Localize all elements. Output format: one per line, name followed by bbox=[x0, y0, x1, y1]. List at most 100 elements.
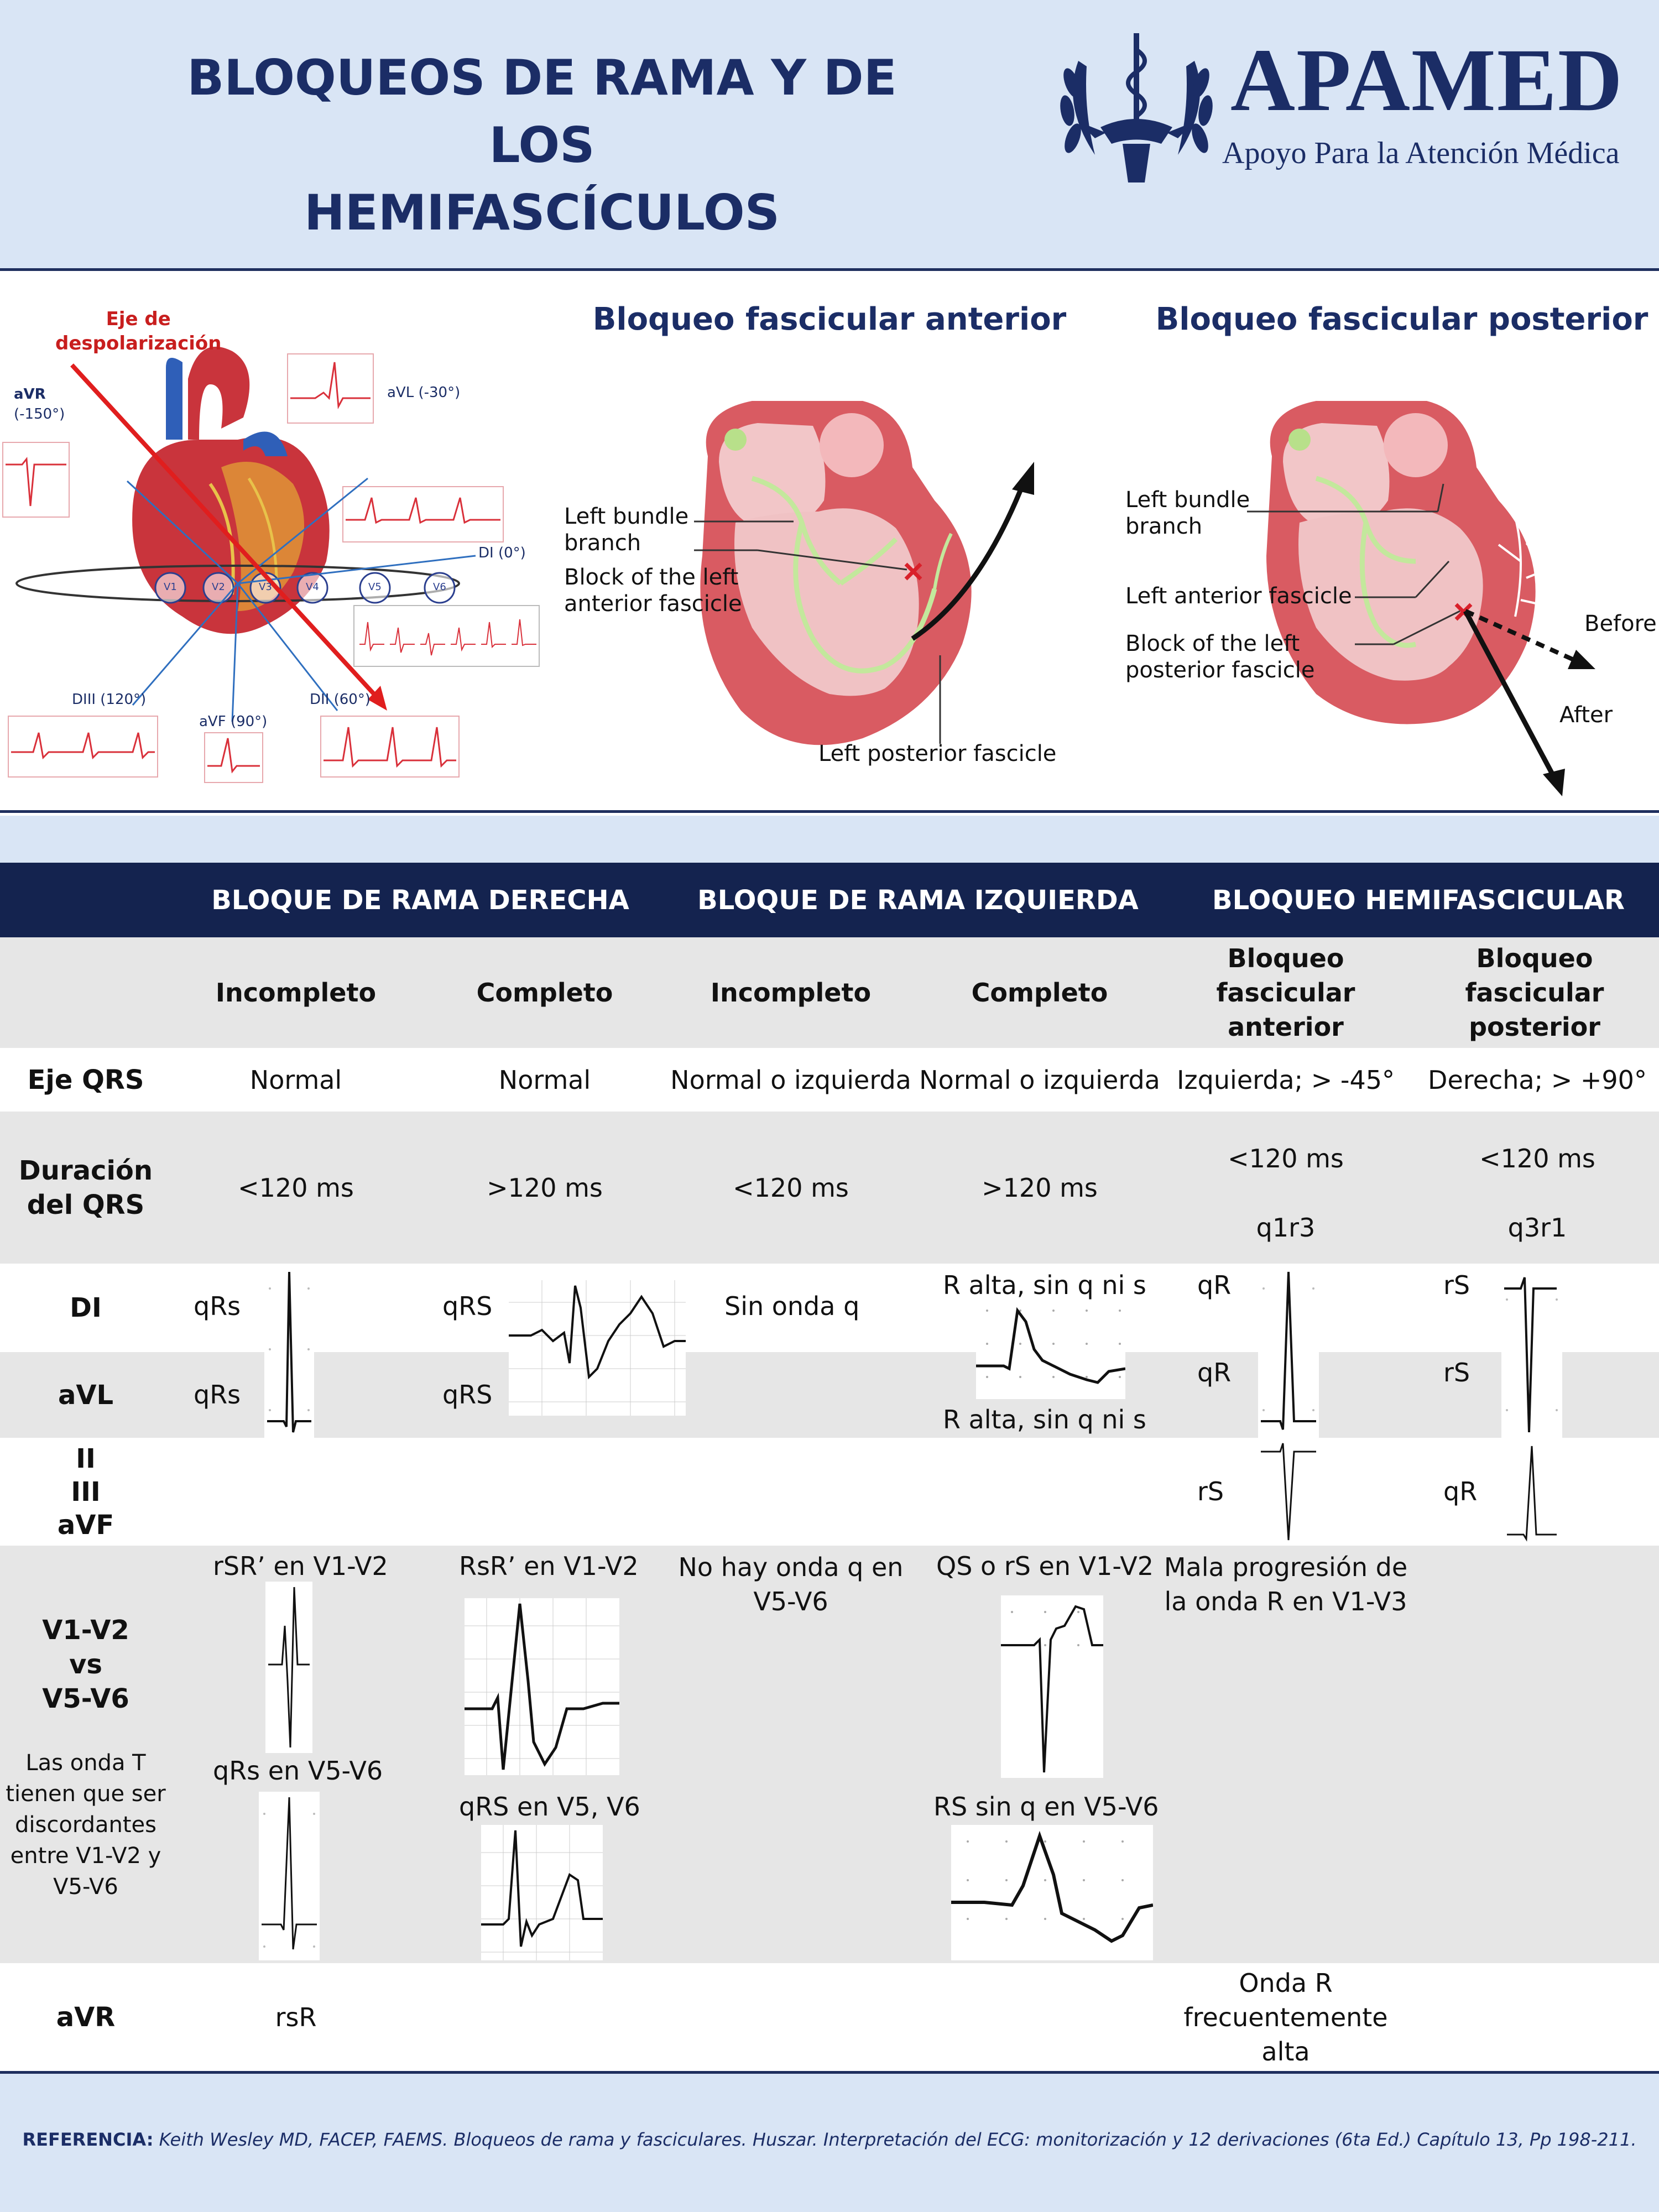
prec-rbbb-inc-top: rSR’ en V1-V2 bbox=[213, 1551, 388, 1581]
eje-anterior: Izquierda; > -45° bbox=[1176, 1065, 1395, 1095]
table-group-header: BLOQUE DE RAMA DERECHA BLOQUE DE RAMA IZ… bbox=[0, 863, 1659, 937]
dur-posterior-pattern: q3r1 bbox=[1507, 1213, 1567, 1243]
page-title: BLOQUEOS DE RAMA Y DE LOS HEMIFASCÍCULOS bbox=[127, 44, 957, 247]
note-line-1: Las onda T bbox=[25, 1750, 146, 1776]
eje-lbbb-comp: Normal o izquierda bbox=[919, 1065, 1160, 1095]
anterior-label-lpf: Left posterior fascicle bbox=[818, 741, 1057, 766]
precordial-note: Las onda T tienen que ser discordantes e… bbox=[0, 1742, 171, 1908]
prec-rbbb-inc-bottom: qRs en V5-V6 bbox=[213, 1756, 383, 1786]
anterior-label-block-line-1: Block of the left bbox=[564, 565, 739, 590]
prec-lbbb-inc-line-1: No hay onda q en bbox=[678, 1552, 904, 1582]
title-line-1: BLOQUEOS DE RAMA Y DE LOS bbox=[187, 49, 897, 174]
prec-lbbb-comp-bottom: RS sin q en V5-V6 bbox=[933, 1792, 1159, 1822]
heart-axis-panel: Eje de despolarización aVR (-150°) aVL (… bbox=[0, 274, 553, 813]
posterior-label-lbb: Left bundle branch bbox=[1125, 487, 1250, 540]
avr-rbbb-inc: rsR bbox=[275, 2002, 317, 2032]
dur-lbbb-comp: >120 ms bbox=[982, 1172, 1098, 1203]
precordial-label-v5v6: V5-V6 bbox=[42, 1683, 129, 1714]
anterior-block-panel: Left bundle branch Block of the left ant… bbox=[553, 379, 1106, 810]
di-lbbb-inc: Sin onda q bbox=[724, 1291, 860, 1321]
inferior-label-iii: III bbox=[71, 1476, 101, 1507]
group-rbbb: BLOQUE DE RAMA DERECHA bbox=[211, 884, 629, 916]
row-inferior: II III aVF bbox=[0, 1438, 1659, 1546]
precordial-electrodes bbox=[154, 572, 456, 604]
row-label-di: DI bbox=[70, 1292, 102, 1323]
row-label-inferior: II III aVF bbox=[0, 1438, 171, 1546]
row-label-eje: Eje QRS bbox=[27, 1064, 144, 1095]
avl-posterior: rS bbox=[1443, 1358, 1470, 1387]
axis-label: Eje de despolarización bbox=[55, 307, 221, 356]
row-avl: aVL bbox=[0, 1352, 1659, 1438]
anterior-label-lbb: Left bundle branch bbox=[564, 503, 688, 556]
posterior-heart-diagram bbox=[1247, 401, 1595, 796]
depolarization-axis bbox=[70, 363, 383, 704]
sub-rbbb-incomplete: Incompleto bbox=[215, 978, 377, 1008]
prec-rbbb-comp-bottom: qRS en V5, V6 bbox=[459, 1792, 640, 1822]
axis-label-line-1: Eje de bbox=[106, 308, 171, 330]
note-line-3: discordantes bbox=[15, 1812, 156, 1838]
avl-lbbb-comp: R alta, sin q ni s bbox=[943, 1405, 1146, 1434]
ecg-lbbb-comp-v1v2 bbox=[1001, 1595, 1103, 1778]
prec-anterior-line-2: la onda R en V1-V3 bbox=[1164, 1587, 1407, 1616]
posterior-label-lbb-line-1: Left bundle bbox=[1125, 487, 1250, 513]
precordial-v6: V6 bbox=[433, 581, 446, 593]
ecg-rbbb-inc-v5v6 bbox=[259, 1792, 320, 1960]
row-label-avl: aVL bbox=[58, 1379, 114, 1411]
avr-anterior-line-2: frecuentemente bbox=[1183, 2002, 1388, 2032]
di-rbbb-inc: qRs bbox=[194, 1291, 241, 1321]
group-lbbb: BLOQUE DE RAMA IZQUIERDA bbox=[697, 884, 1139, 916]
ecg-lbbb-comp-di-avl bbox=[976, 1300, 1125, 1399]
row-duracion: Duración del QRS <120 ms >120 ms <120 ms… bbox=[0, 1112, 1659, 1264]
diagrams-section: Eje de despolarización aVR (-150°) aVL (… bbox=[0, 274, 1659, 813]
row-label-duracion: Duración del QRS bbox=[0, 1112, 171, 1264]
eje-rbbb-comp: Normal bbox=[498, 1065, 591, 1095]
duracion-label-line-1: Duración bbox=[18, 1155, 153, 1186]
posterior-label-block: Block of the left posterior fascicle bbox=[1125, 630, 1314, 684]
prec-anterior-line-1: Mala progresión de bbox=[1164, 1552, 1408, 1582]
reference: REFERENCIA: Keith Wesley MD, FACEP, FAEM… bbox=[0, 2129, 1659, 2150]
separator-band bbox=[0, 816, 1659, 863]
anterior-block-title: Bloqueo fascicular anterior bbox=[592, 301, 1067, 337]
posterior-label-before: Before bbox=[1584, 611, 1657, 637]
sub-anterior: Bloqueo fascicular anterior bbox=[1216, 943, 1355, 1042]
di-posterior: rS bbox=[1443, 1270, 1470, 1300]
lead-avr-label: aVR (-150°) bbox=[14, 384, 65, 424]
di-rbbb-comp: qRS bbox=[442, 1291, 493, 1321]
di-lbbb-comp: R alta, sin q ni s bbox=[943, 1270, 1146, 1300]
subheader-row: Incompleto Completo Incompleto Completo … bbox=[0, 937, 1659, 1048]
dur-rbbb-inc: <120 ms bbox=[238, 1172, 354, 1203]
anterior-label-lbb-line-2: branch bbox=[564, 530, 641, 556]
title-line-2: HEMIFASCÍCULOS bbox=[304, 184, 780, 241]
logo-tagline: Apoyo Para la Atención Médica bbox=[1222, 136, 1620, 170]
lead-avf-label: aVF (90°) bbox=[199, 713, 268, 730]
eje-posterior: Derecha; > +90° bbox=[1428, 1065, 1647, 1095]
header: BLOQUEOS DE RAMA Y DE LOS HEMIFASCÍCULOS… bbox=[0, 0, 1659, 271]
precordial-label-v1v2: V1-V2 bbox=[42, 1615, 129, 1646]
footer: REFERENCIA: Keith Wesley MD, FACEP, FAEM… bbox=[0, 2071, 1659, 2212]
anterior-heart-diagram bbox=[694, 401, 1034, 745]
lead-di-label: DI (0°) bbox=[478, 545, 526, 561]
precordial-v2: V2 bbox=[212, 581, 225, 593]
sub-lbbb-incomplete: Incompleto bbox=[710, 978, 872, 1008]
di-anterior: qR bbox=[1197, 1270, 1232, 1300]
ecg-rbbb-comp-v1v2 bbox=[465, 1598, 619, 1775]
dur-rbbb-comp: >120 ms bbox=[487, 1172, 603, 1203]
prec-lbbb-comp-top: QS o rS en V1-V2 bbox=[936, 1551, 1154, 1581]
avl-rbbb-comp: qRS bbox=[442, 1380, 493, 1410]
ecg-posterior-di-avl bbox=[1501, 1266, 1562, 1438]
avl-anterior: qR bbox=[1197, 1358, 1232, 1387]
reference-text: Keith Wesley MD, FACEP, FAEMS. Bloqueos … bbox=[159, 2129, 1637, 2150]
row-label-avr: aVR bbox=[56, 2001, 116, 2033]
anterior-label-lbb-line-1: Left bundle bbox=[564, 504, 689, 529]
posterior-label-laf: Left anterior fascicle bbox=[1125, 583, 1352, 609]
posterior-label-lbb-line-2: branch bbox=[1125, 514, 1203, 539]
precordial-v5: V5 bbox=[368, 581, 382, 593]
ecg-lbbb-comp-v5v6 bbox=[951, 1825, 1153, 1960]
prec-lbbb-inc: No hay onda q en V5-V6 bbox=[669, 1548, 912, 1620]
ecg-rbbb-inc-v1v2 bbox=[265, 1582, 312, 1753]
lead-avr-name: aVR bbox=[14, 386, 46, 403]
dur-anterior: <120 ms bbox=[1228, 1144, 1344, 1173]
avl-rbbb-inc: qRs bbox=[194, 1380, 241, 1410]
sub-rbbb-complete: Completo bbox=[476, 978, 613, 1008]
lead-dii-label: DII (60°) bbox=[310, 691, 371, 708]
